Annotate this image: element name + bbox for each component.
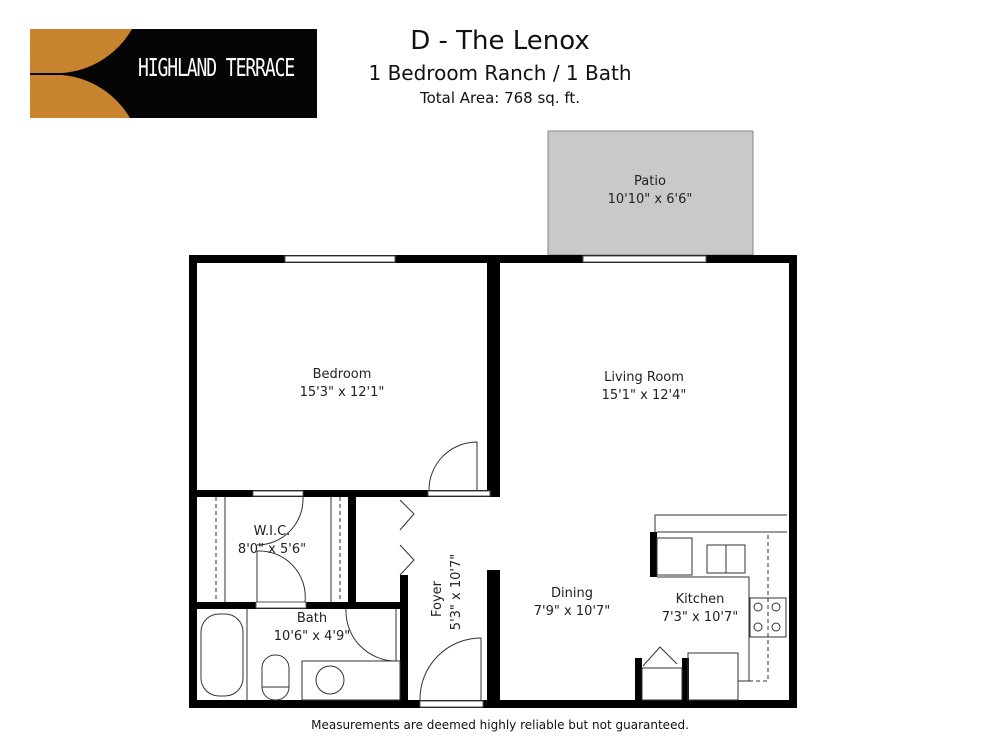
pantry bbox=[641, 667, 683, 701]
room-size-bedroom: 15'3" x 12'1" bbox=[300, 385, 385, 400]
bedroom-window bbox=[284, 255, 396, 263]
room-size-patio: 10'10" x 6'6" bbox=[608, 192, 693, 207]
total-area: Total Area: 768 sq. ft. bbox=[419, 89, 581, 107]
plan-title: D - The Lenox bbox=[410, 26, 590, 56]
patio bbox=[547, 130, 754, 256]
plan-subtitle: 1 Bedroom Ranch / 1 Bath bbox=[368, 61, 632, 85]
kitchen-fixtures bbox=[641, 514, 787, 701]
highland-terrace-logo: HIGHLAND TERRACE bbox=[30, 29, 317, 118]
room-name-wic: W.I.C. bbox=[254, 524, 291, 539]
room-size-dining: 7'9" x 10'7" bbox=[534, 604, 610, 619]
room-name-patio: Patio bbox=[634, 174, 666, 189]
bath-doorway bbox=[255, 601, 307, 609]
logo-arcs bbox=[30, 29, 132, 118]
room-size-kitchen: 7'3" x 10'7" bbox=[662, 610, 738, 625]
dishwasher bbox=[687, 652, 739, 701]
bath-fixtures bbox=[200, 609, 401, 701]
logo-text: HIGHLAND TERRACE bbox=[138, 53, 295, 82]
refrigerator bbox=[656, 537, 693, 576]
disclaimer: Measurements are deemed highly reliable … bbox=[311, 718, 689, 732]
closet-shelves bbox=[215, 497, 341, 602]
room-size-wic: 8'0" x 5'6" bbox=[238, 542, 306, 557]
entry-door[interactable] bbox=[419, 700, 484, 708]
sink-icon bbox=[315, 665, 345, 695]
room-size-foyer: 5'3" x 10'7" bbox=[449, 554, 464, 630]
vanity bbox=[301, 660, 401, 701]
room-name-bath: Bath bbox=[297, 611, 327, 626]
room-size-bath: 10'6" x 4'9" bbox=[274, 629, 350, 644]
room-name-kitchen: Kitchen bbox=[676, 592, 725, 607]
room-name-dining: Dining bbox=[551, 586, 593, 601]
patio-door[interactable] bbox=[582, 255, 707, 263]
room-name-bedroom: Bedroom bbox=[313, 367, 372, 382]
room-size-living: 15'1" x 12'4" bbox=[602, 388, 687, 403]
toilet bbox=[261, 654, 290, 701]
room-name-living: Living Room bbox=[604, 370, 684, 385]
bathtub bbox=[200, 613, 244, 697]
wic-doorway bbox=[252, 490, 304, 497]
bedroom-doorway bbox=[427, 490, 491, 497]
room-name-foyer: Foyer bbox=[430, 580, 445, 617]
